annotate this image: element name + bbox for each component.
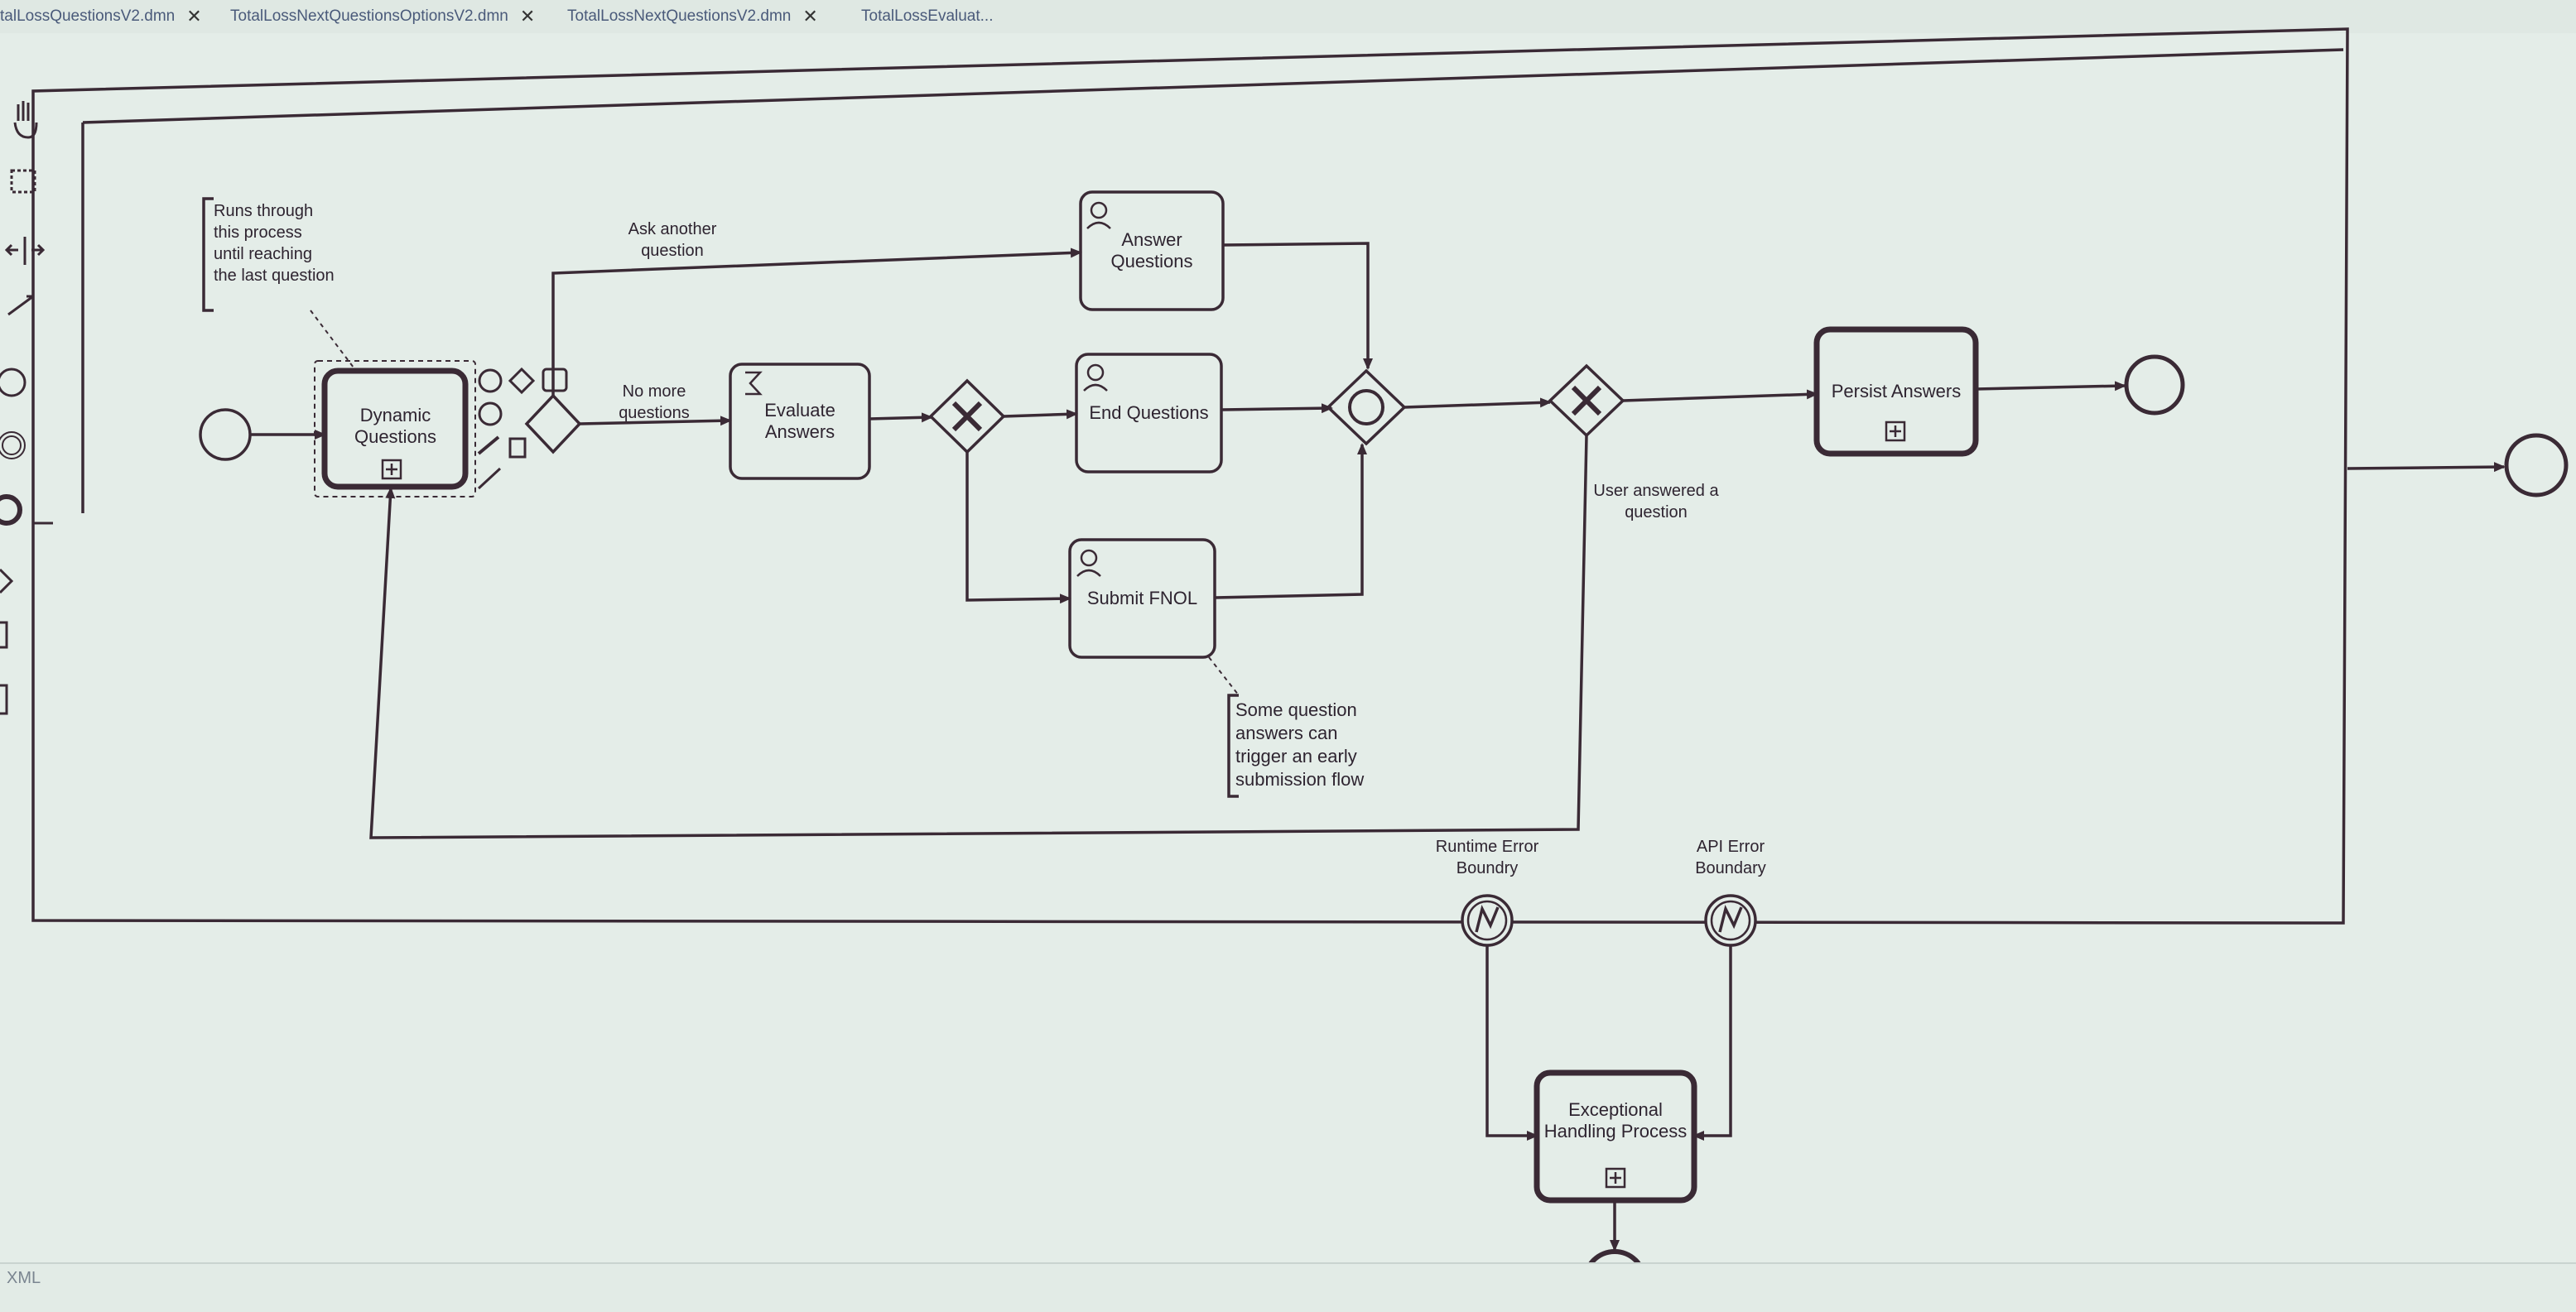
dynamic-questions-subprocess[interactable] — [321, 368, 469, 490]
space-tool-icon[interactable] — [4, 237, 46, 265]
flow-to-end-questions — [1003, 409, 1078, 420]
sequence-flow — [869, 412, 933, 423]
error-icon — [1475, 904, 1500, 933]
error-flow — [1692, 945, 1732, 1141]
pool-border — [31, 27, 2349, 925]
sequence-flow — [1975, 381, 2126, 392]
early-submission-annotation: Some question answers can trigger an ear… — [1235, 699, 1365, 790]
subprocess-icon[interactable] — [0, 684, 8, 715]
lane-divider — [82, 48, 2344, 124]
close-icon[interactable]: ✕ — [519, 6, 536, 26]
connect-icon[interactable] — [477, 467, 502, 490]
sequence-flow — [1404, 397, 1552, 409]
tab-label: talLossQuestionsV2.dmn — [0, 7, 176, 25]
tool-palette — [0, 91, 58, 737]
answer-questions-label: Answer Questions — [1110, 229, 1193, 272]
user-icon — [1086, 363, 1105, 382]
sequence-flow — [1622, 389, 1818, 402]
evaluate-answers-label: Evaluate Answers — [764, 400, 835, 442]
tab-questions-dmn[interactable]: talLossQuestionsV2.dmn ✕ — [0, 3, 202, 30]
expand-marker-icon[interactable] — [1605, 1167, 1626, 1189]
flow-to-join — [1214, 443, 1367, 599]
tab-next-questions-options-dmn[interactable]: TotalLossNextQuestionsOptionsV2.dmn ✕ — [230, 3, 535, 30]
error-flow — [1485, 945, 1538, 1141]
editor-tab-bar: talLossQuestionsV2.dmn ✕ TotalLossNextQue… — [0, 0, 2576, 33]
sequence-flow — [1221, 403, 1333, 414]
flow-ask-another — [551, 248, 1082, 396]
hand-tool-icon[interactable] — [13, 101, 38, 139]
tab-next-questions-dmn[interactable]: TotalLossNextQuestionsV2.dmn ✕ — [567, 3, 818, 30]
flow-to-submit-fnol — [965, 452, 1071, 604]
end-questions-label: End Questions — [1089, 402, 1209, 423]
end-event-icon[interactable] — [0, 494, 22, 526]
error-icon — [1718, 904, 1743, 933]
script-icon — [745, 371, 763, 396]
sequence-flow — [2347, 462, 2506, 473]
no-more-questions-label: No more questions — [619, 382, 690, 422]
user-answered-label: User answered a question — [1593, 482, 1719, 521]
global-connect-icon[interactable] — [7, 295, 35, 316]
gateway-icon[interactable] — [0, 568, 14, 594]
persist-answers-subprocess[interactable] — [1813, 326, 1979, 457]
flow-to-join — [1222, 242, 1373, 370]
annotation-association — [1208, 656, 1240, 696]
end-questions-task[interactable] — [1075, 353, 1223, 473]
tab-label: TotalLossNextQuestionsV2.dmn — [567, 7, 792, 25]
pool-end-event[interactable] — [2504, 433, 2569, 497]
append-task-icon[interactable] — [542, 368, 568, 392]
ask-another-label: Ask another question — [628, 220, 717, 260]
persist-answers-label: Persist Answers — [1831, 381, 1962, 401]
user-icon — [1080, 549, 1098, 567]
wrench-icon[interactable] — [477, 435, 500, 455]
inclusive-gateway[interactable] — [1326, 368, 1407, 446]
dynamic-questions-label: Dynamic Questions — [354, 405, 437, 447]
user-icon — [1090, 201, 1108, 219]
start-event[interactable] — [199, 408, 252, 461]
submit-fnol-task[interactable] — [1068, 538, 1216, 659]
tab-label: TotalLossEvaluat... — [861, 7, 994, 25]
close-icon[interactable]: ✕ — [186, 6, 202, 26]
intermediate-event-icon[interactable] — [0, 431, 26, 459]
runtime-error-label: Runtime Error Boundry — [1435, 838, 1539, 877]
task-icon[interactable] — [0, 621, 8, 649]
end-event[interactable] — [2124, 354, 2185, 416]
append-event-icon[interactable] — [478, 368, 503, 393]
expand-marker-icon[interactable] — [381, 459, 402, 480]
close-icon[interactable]: ✕ — [802, 6, 818, 26]
evaluate-answers-task[interactable] — [729, 363, 871, 480]
split-gateway[interactable] — [524, 393, 582, 454]
editor-status-bar: XML — [0, 1262, 2576, 1312]
xml-tab[interactable]: XML — [7, 1269, 41, 1287]
flow-no-more — [579, 416, 732, 426]
submit-fnol-label: Submit FNOL — [1086, 588, 1198, 608]
api-error-label: API Error Boundary — [1695, 838, 1766, 877]
delete-icon[interactable] — [508, 437, 527, 459]
start-event-icon[interactable] — [0, 368, 26, 397]
lasso-tool-icon[interactable] — [10, 169, 36, 194]
selection-outline — [314, 360, 476, 497]
annotation-bracket — [1227, 694, 1239, 798]
tab-evaluation-dmn[interactable]: TotalLossEvaluat... — [861, 3, 993, 30]
tab-label: TotalLossNextQuestionsOptionsV2.dmn — [230, 7, 508, 25]
flow-user-answered — [369, 435, 1588, 839]
append-gateway-icon[interactable] — [508, 367, 536, 395]
annotation-bracket — [202, 197, 214, 312]
append-intermediate-icon[interactable] — [478, 401, 503, 426]
expand-marker-icon[interactable] — [1885, 421, 1906, 442]
answer-questions-task[interactable] — [1079, 190, 1225, 311]
loop-annotation: Runs through this process until reaching… — [214, 202, 335, 285]
exceptional-handling-label: Exceptional Handling Process — [1543, 1099, 1688, 1141]
